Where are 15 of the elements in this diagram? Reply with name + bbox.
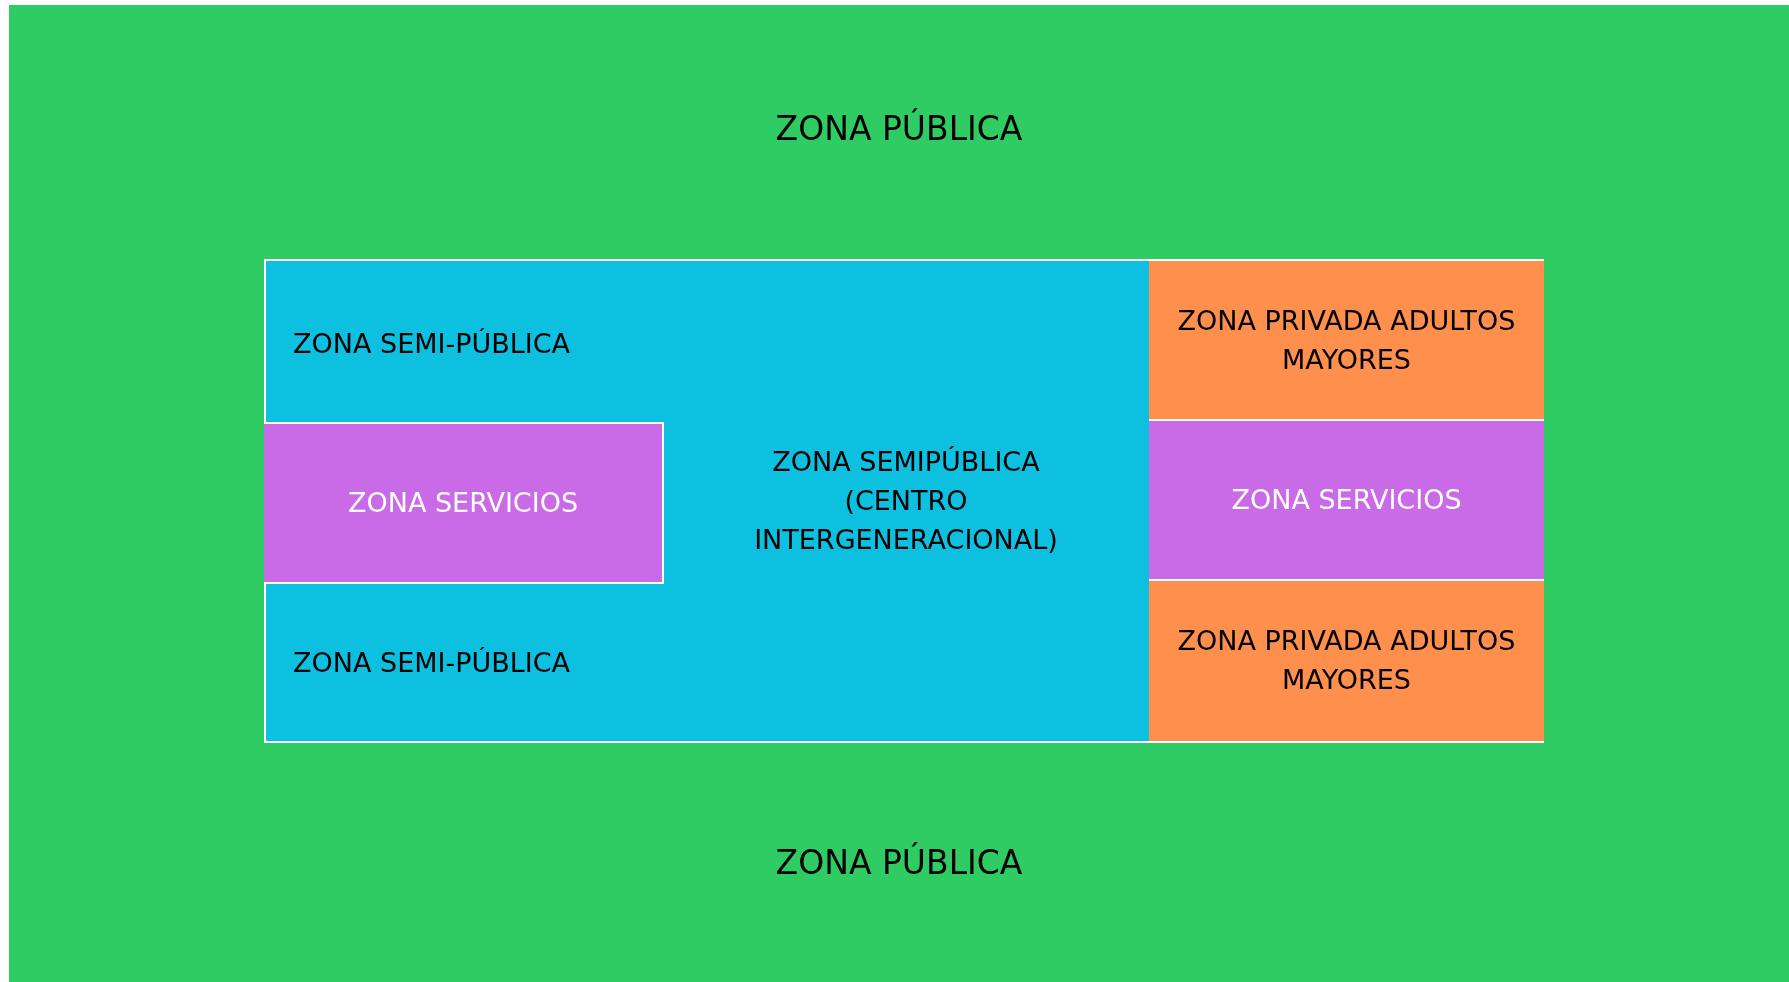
- zone-label: ZONA PRIVADA ADULTOS MAYORES: [1176, 303, 1517, 377]
- zone-label: ZONA SEMI-PÚBLICA: [293, 327, 572, 362]
- zone-label: ZONA PRIVADA ADULTOS MAYORES: [1176, 623, 1517, 697]
- zone-label: ZONA SERVICIOS: [1230, 483, 1463, 518]
- zone-label: ZONA SEMIPÚBLICA (CENTRO INTERGENERACIONAL): [753, 445, 1059, 558]
- services-zone-box: [264, 422, 664, 584]
- services-zone-box: [1149, 419, 1544, 581]
- zone-label: ZONA PÚBLICA: [774, 841, 1024, 885]
- zone-label: ZONA SERVICIOS: [346, 486, 580, 521]
- zone-label: ZONA SEMI-PÚBLICA: [293, 646, 572, 681]
- public-zone-area: [9, 5, 1789, 982]
- private-zone-box: [1149, 581, 1544, 743]
- private-zone-box: [1149, 259, 1544, 421]
- zone-label: ZONA PÚBLICA: [774, 107, 1024, 151]
- semi-public-zone-area: [264, 259, 1150, 743]
